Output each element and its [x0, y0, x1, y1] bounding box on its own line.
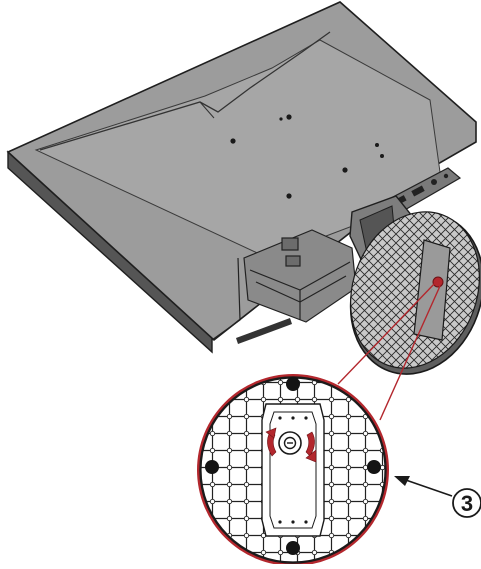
rotate-arrows-icon: [265, 427, 317, 463]
monitor-vent: [236, 318, 292, 344]
step-number-circle: [452, 488, 481, 518]
monitor-styling-line: [39, 31, 331, 151]
zoom-callout-lines: [337, 281, 441, 421]
stand-base-plate: [413, 239, 451, 341]
cable-compartment: [211, 229, 357, 341]
base-screw-small: [432, 276, 444, 288]
base-rubber-feet: [205, 377, 381, 555]
step-callout: 3: [394, 476, 481, 518]
vesa-holes: [230, 114, 384, 199]
step-number: 3: [461, 491, 473, 516]
base-mounting-plate: [261, 403, 325, 537]
zoomed-base-detail: [197, 374, 389, 566]
callout-arrow: [399, 477, 453, 497]
monitor-back-illustration: [6, 1, 477, 354]
base-screw-zoomed: [278, 431, 302, 455]
